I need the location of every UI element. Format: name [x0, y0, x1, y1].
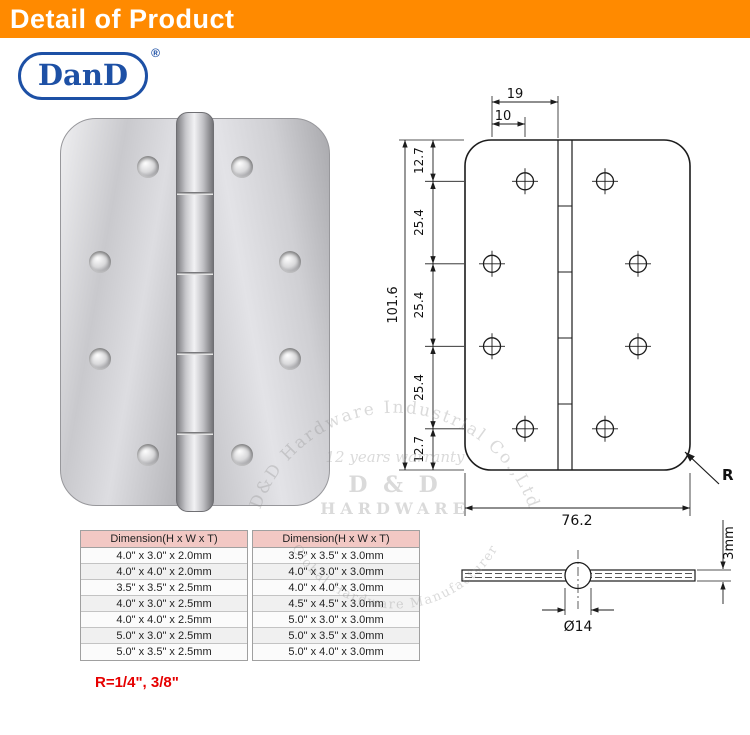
hinge-knuckle-joint [177, 272, 213, 275]
hinge-front-view [464, 139, 691, 471]
table-row: 5.0" x 3.5" x 3.0mm [253, 628, 419, 644]
dim-label-76-2: 76.2 [561, 513, 592, 529]
hinge-knuckle-joint [177, 432, 213, 435]
dimension-table-right: Dimension(H x W x T) 3.5" x 3.5" x 3.0mm… [252, 530, 420, 661]
screw-hole [279, 348, 301, 370]
brand-logo: DanD ® [18, 46, 160, 100]
hinge-side-view: Ø14 3mm [461, 520, 737, 635]
table-row: 4.0" x 4.0" x 2.5mm [81, 612, 247, 628]
radius-label: R [722, 466, 734, 484]
dim-label-19: 19 [507, 88, 524, 102]
hinge-knuckle-joint [177, 192, 213, 195]
radius-callout: R [684, 451, 734, 485]
hinge-right-leaf [206, 118, 330, 506]
dim-label-12-7-top: 12.7 [412, 147, 426, 174]
table-row: 4.0" x 4.0" x 2.0mm [81, 564, 247, 580]
dim-label-25-4-b: 25.4 [412, 292, 426, 319]
dimension-table-left: Dimension(H x W x T) 4.0" x 3.0" x 2.0mm… [80, 530, 248, 661]
table-row: 3.5" x 3.5" x 3.0mm [253, 548, 419, 564]
table-row: 4.5" x 4.5" x 3.0mm [253, 596, 419, 612]
dim-label-25-4-a: 25.4 [412, 209, 426, 236]
table-row: 4.0" x 3.0" x 2.5mm [81, 596, 247, 612]
table-row: 5.0" x 3.0" x 2.5mm [81, 628, 247, 644]
dim-label-thickness: 3mm [722, 526, 737, 560]
dim-label-101-6: 101.6 [386, 286, 401, 323]
screw-hole [279, 251, 301, 273]
screw-hole [89, 251, 111, 273]
technical-drawing: 19 10 12.7 25.4 25.4 25.4 12.7 101.6 [386, 88, 737, 635]
registered-trademark-icon: ® [151, 46, 160, 60]
dim-label-diameter: Ø14 [564, 619, 593, 635]
brand-logo-text: DanD [37, 58, 129, 92]
table-row: 4.0" x 3.0" x 2.0mm [81, 548, 247, 564]
dimension-left-chain: 12.7 25.4 25.4 25.4 12.7 101.6 [386, 139, 464, 471]
page-header-banner: Detail of Product [0, 0, 750, 38]
dimension-bottom: 76.2 [464, 473, 691, 529]
radius-note: R=1/4", 3/8" [95, 674, 179, 691]
page-title: Detail of Product [10, 4, 235, 34]
table-header: Dimension(H x W x T) [81, 531, 247, 548]
screw-hole [231, 444, 253, 466]
screw-hole [231, 156, 253, 178]
hinge-knuckle-joint [177, 352, 213, 355]
table-row: 5.0" x 3.0" x 3.0mm [253, 612, 419, 628]
product-photo-hinge [60, 112, 330, 512]
dimension-top: 19 10 [491, 88, 559, 138]
table-row: 4.0" x 3.0" x 3.0mm [253, 564, 419, 580]
hinge-barrel [176, 112, 214, 512]
screw-hole [137, 156, 159, 178]
table-header: Dimension(H x W x T) [253, 531, 419, 548]
dim-label-12-7-bottom: 12.7 [412, 436, 426, 463]
hinge-left-leaf [60, 118, 184, 506]
dim-label-25-4-c: 25.4 [412, 374, 426, 401]
table-row: 4.0" x 4.0" x 3.0mm [253, 580, 419, 596]
table-row: 3.5" x 3.5" x 2.5mm [81, 580, 247, 596]
screw-hole-symbols [479, 168, 651, 442]
dim-label-10: 10 [495, 109, 512, 124]
screw-hole [137, 444, 159, 466]
table-row: 5.0" x 3.5" x 2.5mm [81, 644, 247, 660]
screw-hole [89, 348, 111, 370]
table-row: 5.0" x 4.0" x 3.0mm [253, 644, 419, 660]
